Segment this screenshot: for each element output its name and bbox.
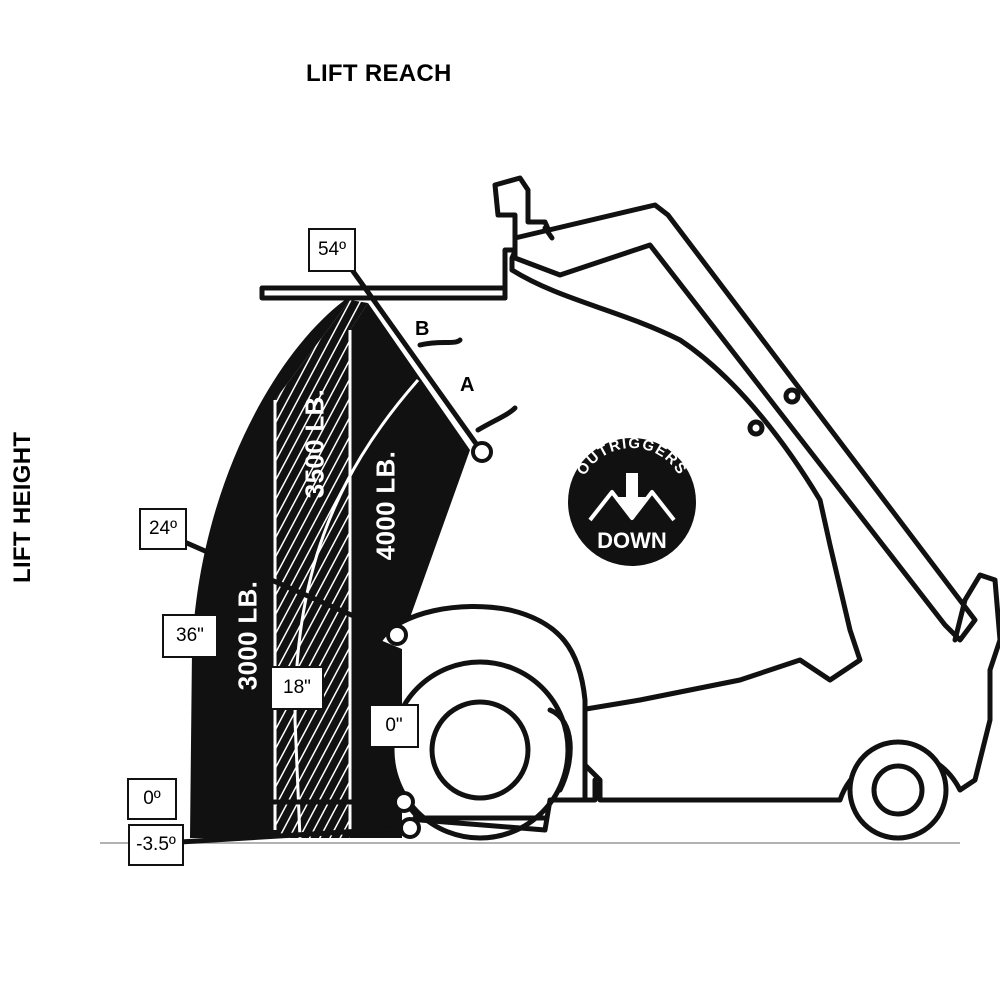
angle-pointers bbox=[177, 257, 518, 845]
outrigger-legs-icon bbox=[588, 490, 676, 522]
pivot-points bbox=[386, 441, 493, 839]
forklift-outline bbox=[259, 175, 1000, 841]
badge-top-text: OUTRIGGERS bbox=[574, 435, 691, 479]
outriggers-down-badge bbox=[568, 438, 696, 566]
angle-24-box: 24º bbox=[139, 508, 187, 550]
distance-36-box: 36" bbox=[162, 614, 218, 658]
distance-18-box: 18" bbox=[270, 666, 324, 710]
angle-54-box: 54º bbox=[308, 228, 356, 272]
angle-0-box: 0º bbox=[127, 778, 177, 820]
angle-neg-box: -3.5º bbox=[128, 824, 184, 866]
badge-bottom-text: DOWN bbox=[597, 528, 667, 553]
arc-b-label: B bbox=[415, 318, 430, 340]
lift-reach-title: LIFT REACH bbox=[306, 60, 452, 87]
arc-a-label: A bbox=[460, 374, 475, 396]
distance-0-box: 0" bbox=[369, 704, 419, 748]
